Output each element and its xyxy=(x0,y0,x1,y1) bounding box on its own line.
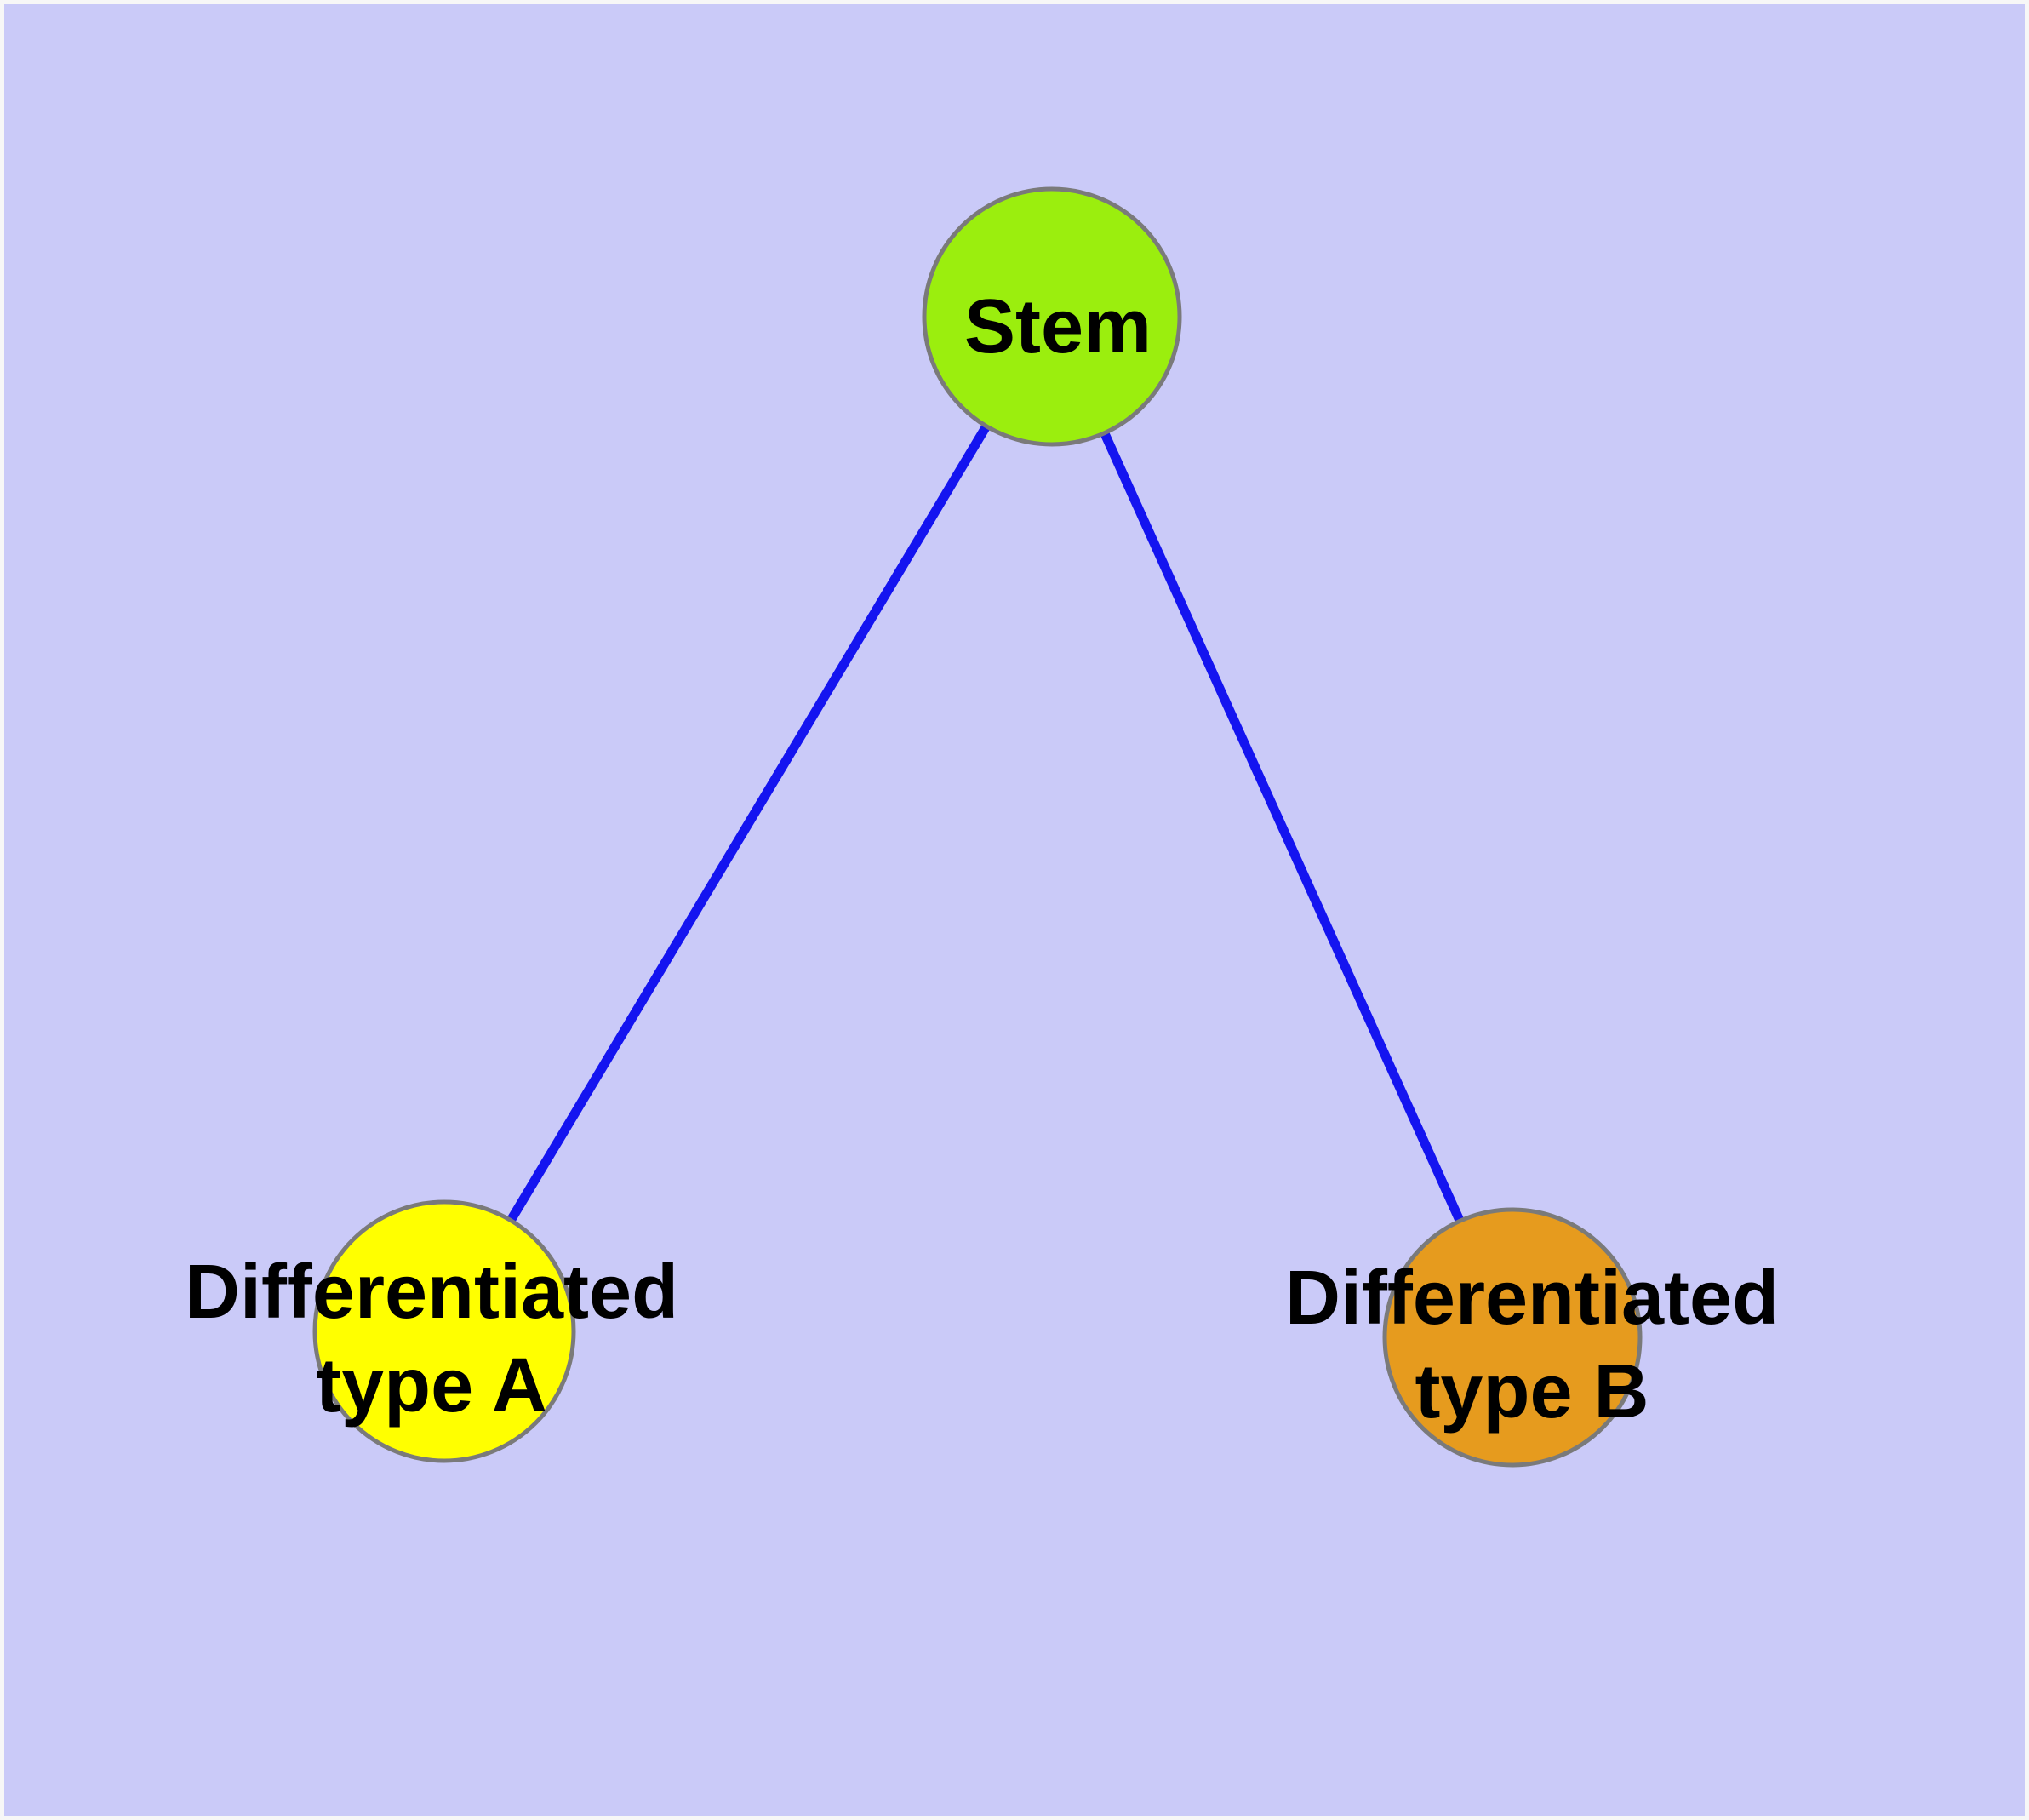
node-stem-label: Stem xyxy=(963,284,1152,369)
node-differentiated-type-a-label: Differentiated type A xyxy=(184,1250,679,1428)
node-differentiated-type-b xyxy=(1382,1207,1643,1468)
edge-stem-to-type-a xyxy=(440,314,1056,1334)
edge-stem-to-type-b xyxy=(1047,314,1517,1340)
node-differentiated-type-a xyxy=(312,1199,576,1463)
node-differentiated-type-b-label: Differentiated type B xyxy=(1284,1256,1780,1434)
node-stem xyxy=(922,186,1182,447)
